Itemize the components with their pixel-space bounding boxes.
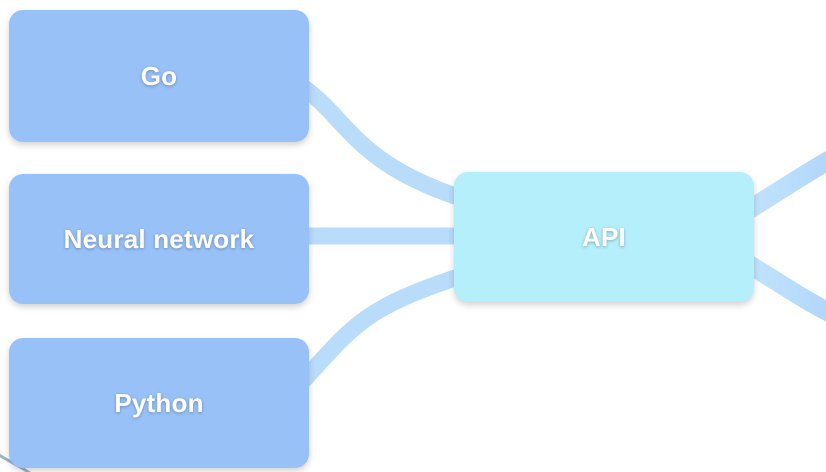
node-go[interactable]: Go <box>9 10 309 142</box>
link-api-to-upper-right <box>735 150 826 222</box>
link-go-to-api <box>291 76 464 205</box>
node-label: Go <box>140 60 178 91</box>
node-api[interactable]: API <box>454 172 754 302</box>
node-label: API <box>582 221 626 252</box>
node-label: Python <box>114 387 204 418</box>
node-python[interactable]: Python <box>9 338 309 468</box>
node-label: Neural network <box>63 223 255 254</box>
link-python-to-api <box>291 269 464 393</box>
link-api-to-lower-right <box>735 252 826 322</box>
node-neural-network[interactable]: Neural network <box>9 174 309 304</box>
